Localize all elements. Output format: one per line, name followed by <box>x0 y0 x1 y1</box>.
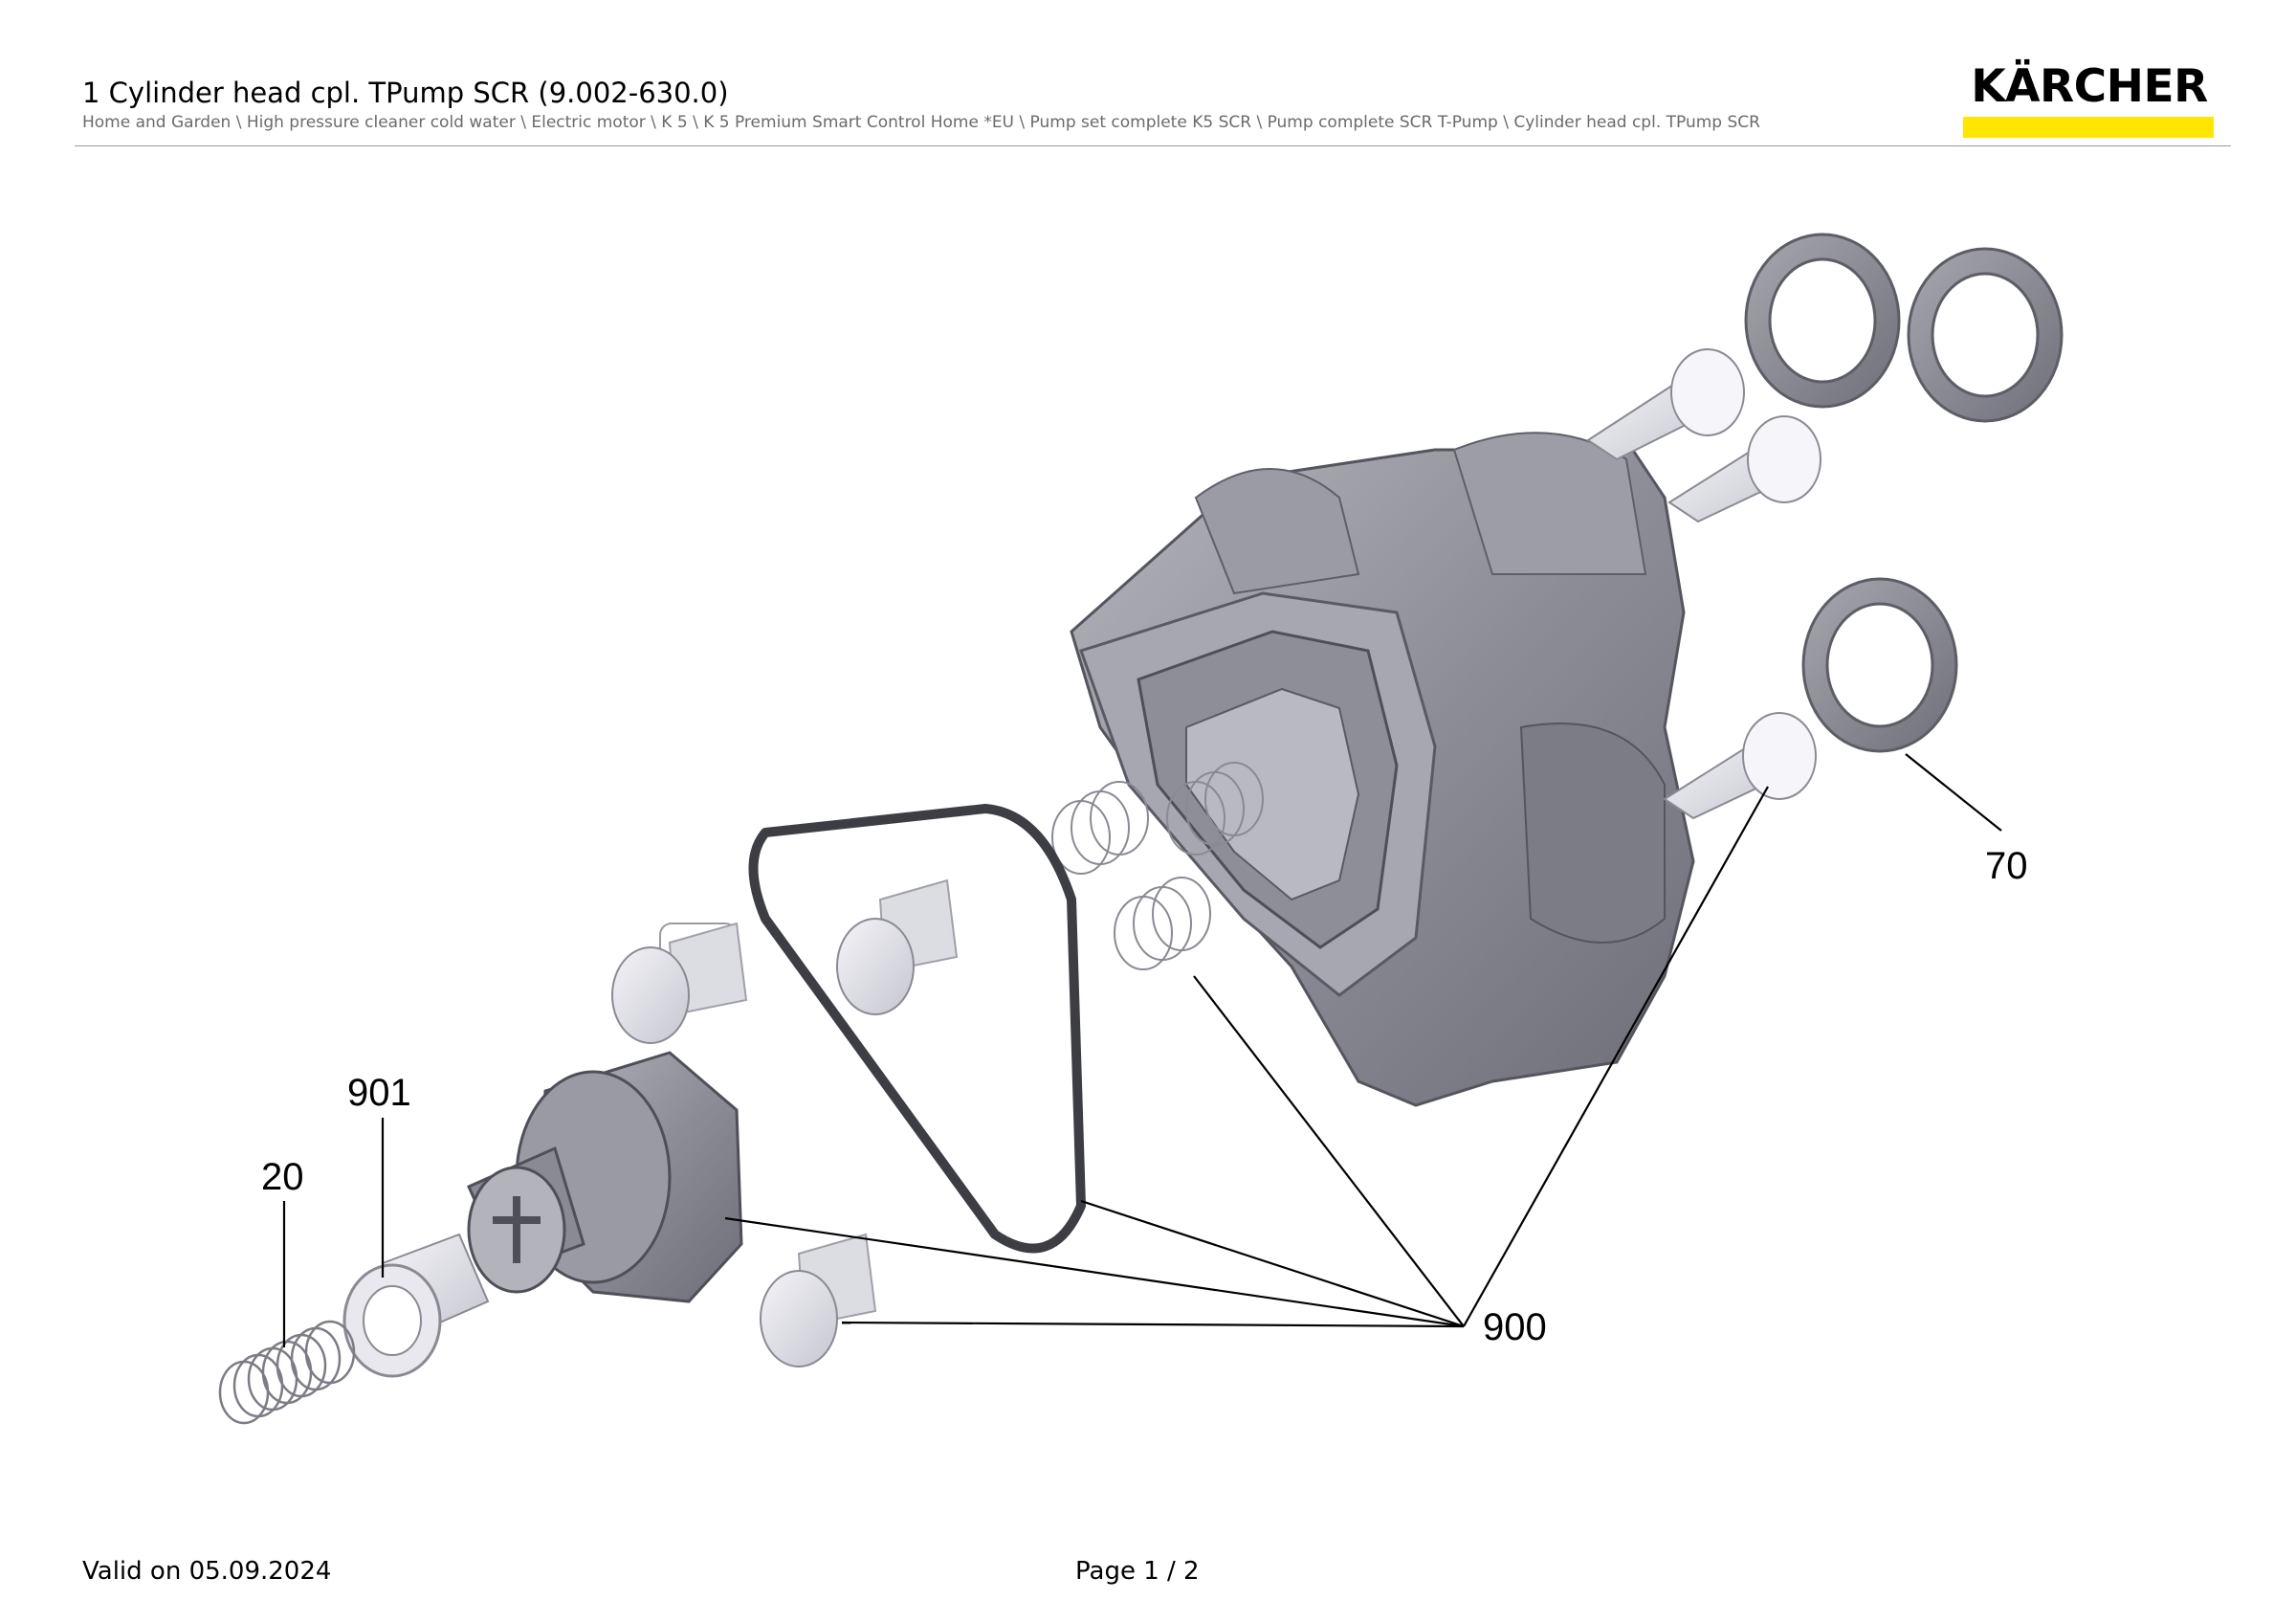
spring-part <box>218 1320 356 1425</box>
inner-springs <box>1051 762 1264 970</box>
callout-900: 900 <box>1483 1306 1547 1348</box>
page-title: 1 Cylinder head cpl. TPump SCR (9.002-63… <box>82 77 729 109</box>
callout-20: 20 <box>261 1156 304 1198</box>
cylinder-head <box>1070 432 1695 1107</box>
header-divider <box>75 145 2231 146</box>
logo-wordmark: KÄRCHER <box>1971 60 2208 113</box>
callout-70: 70 <box>1985 845 2028 887</box>
seal-rings <box>1744 233 2064 753</box>
page-number: Page 1 / 2 <box>1075 1557 1200 1586</box>
valve-pins <box>1586 348 1821 820</box>
breadcrumb: Home and Garden \ High pressure cleaner … <box>82 113 1760 132</box>
valve-housing <box>467 1051 743 1303</box>
logo-yellow-bar <box>1963 117 2214 138</box>
sleeve-part <box>342 1233 490 1378</box>
o-ring <box>748 804 1086 1254</box>
callout-901: 901 <box>347 1072 411 1114</box>
plug-screws <box>611 878 959 1367</box>
valid-date: Valid on 05.09.2024 <box>82 1557 332 1586</box>
leader-lines <box>282 753 2002 1347</box>
karcher-logo: KÄRCHER <box>1963 63 2216 138</box>
